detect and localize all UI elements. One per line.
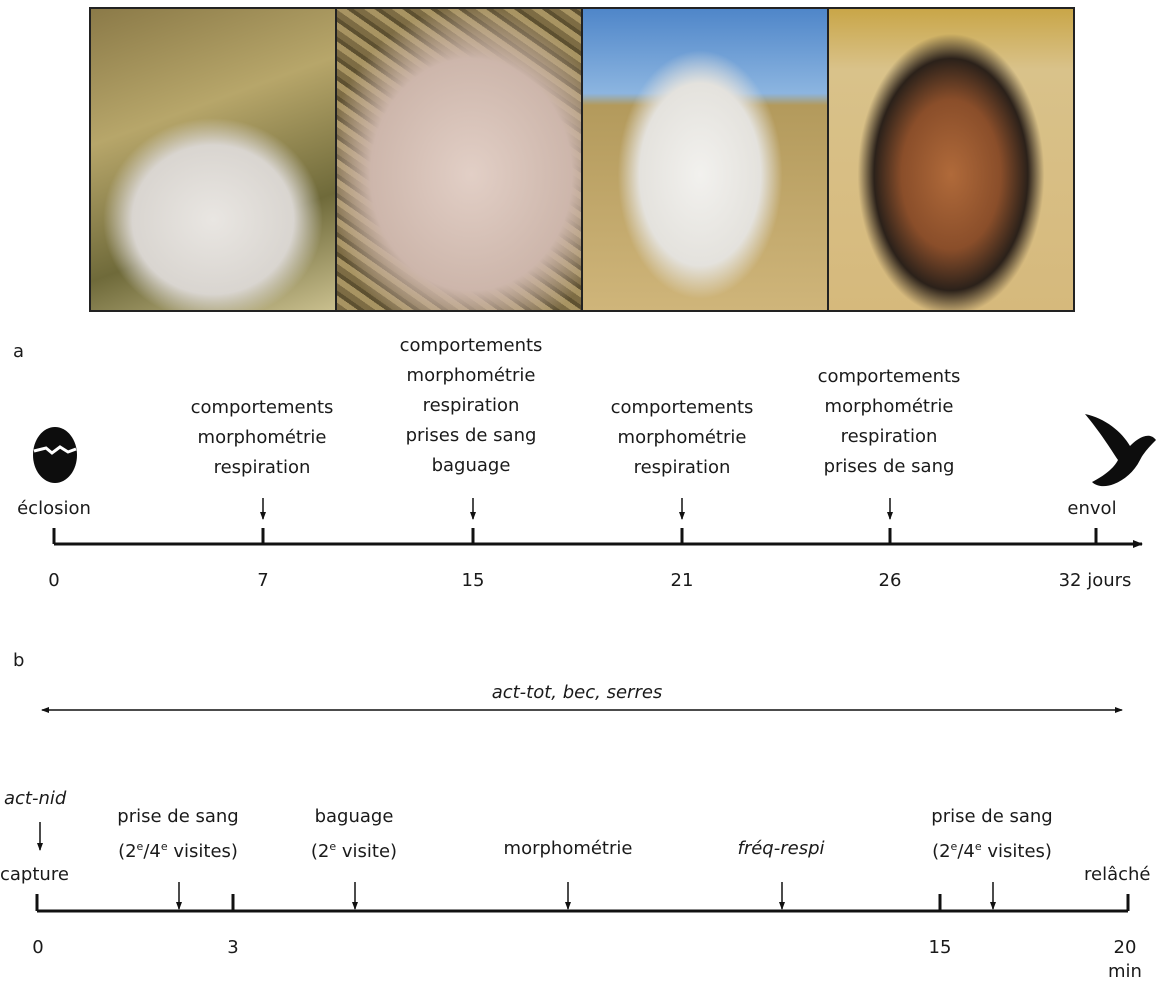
step-line: baguage (314, 806, 394, 827)
tick-label-a: 32 jours (1058, 570, 1132, 591)
photo-strip (89, 7, 1075, 312)
event-line: respiration (213, 457, 311, 478)
event-line: respiration (633, 457, 731, 478)
tick-label-a: 15 (461, 570, 485, 591)
step-line: (2e/4e visites) (932, 840, 1052, 862)
event-line: morphométrie (824, 396, 954, 417)
tick-label-b: 0 (32, 937, 44, 958)
panel-label-b: b (13, 650, 25, 671)
behaviour-span-label: act-tot, bec, serres (491, 682, 663, 703)
blood-sample-2-label: prise de sang (2e/4e visites) (931, 802, 1052, 867)
capture-label: capture (0, 864, 69, 885)
step-line: (2e/4e visites) (118, 840, 238, 862)
event-day21-text: comportements morphométrie respiration (611, 393, 754, 483)
chick-hand-photo (583, 9, 829, 310)
hatching-egg-icon (33, 427, 77, 483)
timeline-a (52, 498, 1143, 548)
act-nid-label: act-nid (4, 788, 67, 809)
tick-label-a: 26 (878, 570, 902, 591)
event-line: comportements (817, 366, 961, 387)
event-line: morphométrie (406, 365, 536, 386)
fledgling-hand-photo (829, 9, 1073, 310)
time-unit-label: min (1108, 961, 1142, 982)
event-line: prises de sang (405, 425, 537, 446)
panel-label-a: a (13, 341, 25, 362)
event-line: comportements (190, 397, 334, 418)
event-day26-text: comportements morphométrie respiration p… (818, 362, 961, 482)
event-line: respiration (422, 395, 520, 416)
event-day7-text: comportements morphométrie respiration (191, 393, 334, 483)
chicks-nest-photo (337, 9, 583, 310)
fledging-label: envol (1067, 498, 1117, 519)
release-label: relâché (1084, 864, 1151, 885)
tick-label-b: 3 (227, 937, 239, 958)
morphometry-label: morphométrie (503, 838, 633, 859)
hatching-label: éclosion (17, 498, 91, 519)
tick-label-a: 21 (670, 570, 694, 591)
banding-label: baguage (2e visite) (311, 802, 397, 867)
event-line: baguage (431, 455, 511, 476)
step-line: prise de sang (117, 806, 239, 827)
timeline-b (35, 822, 1130, 913)
step-line: (2e visite) (310, 840, 398, 862)
step-line: prise de sang (931, 806, 1053, 827)
event-line: comportements (610, 397, 754, 418)
event-line: morphométrie (197, 427, 327, 448)
breathing-rate-label: fréq-respi (737, 838, 825, 859)
event-line: respiration (840, 426, 938, 447)
tick-label-a: 0 (48, 570, 60, 591)
event-line: prises de sang (823, 456, 955, 477)
event-line: morphométrie (617, 427, 747, 448)
tick-label-b: 15 (928, 937, 952, 958)
event-line: comportements (399, 335, 543, 356)
blood-sample-1-label: prise de sang (2e/4e visites) (117, 802, 238, 867)
tick-label-b: 20 (1113, 937, 1137, 958)
flying-bird-icon (1085, 414, 1156, 487)
tick-label-a: 7 (257, 570, 269, 591)
chick-photo-1 (91, 9, 337, 310)
event-day15-text: comportements morphométrie respiration p… (400, 331, 543, 481)
